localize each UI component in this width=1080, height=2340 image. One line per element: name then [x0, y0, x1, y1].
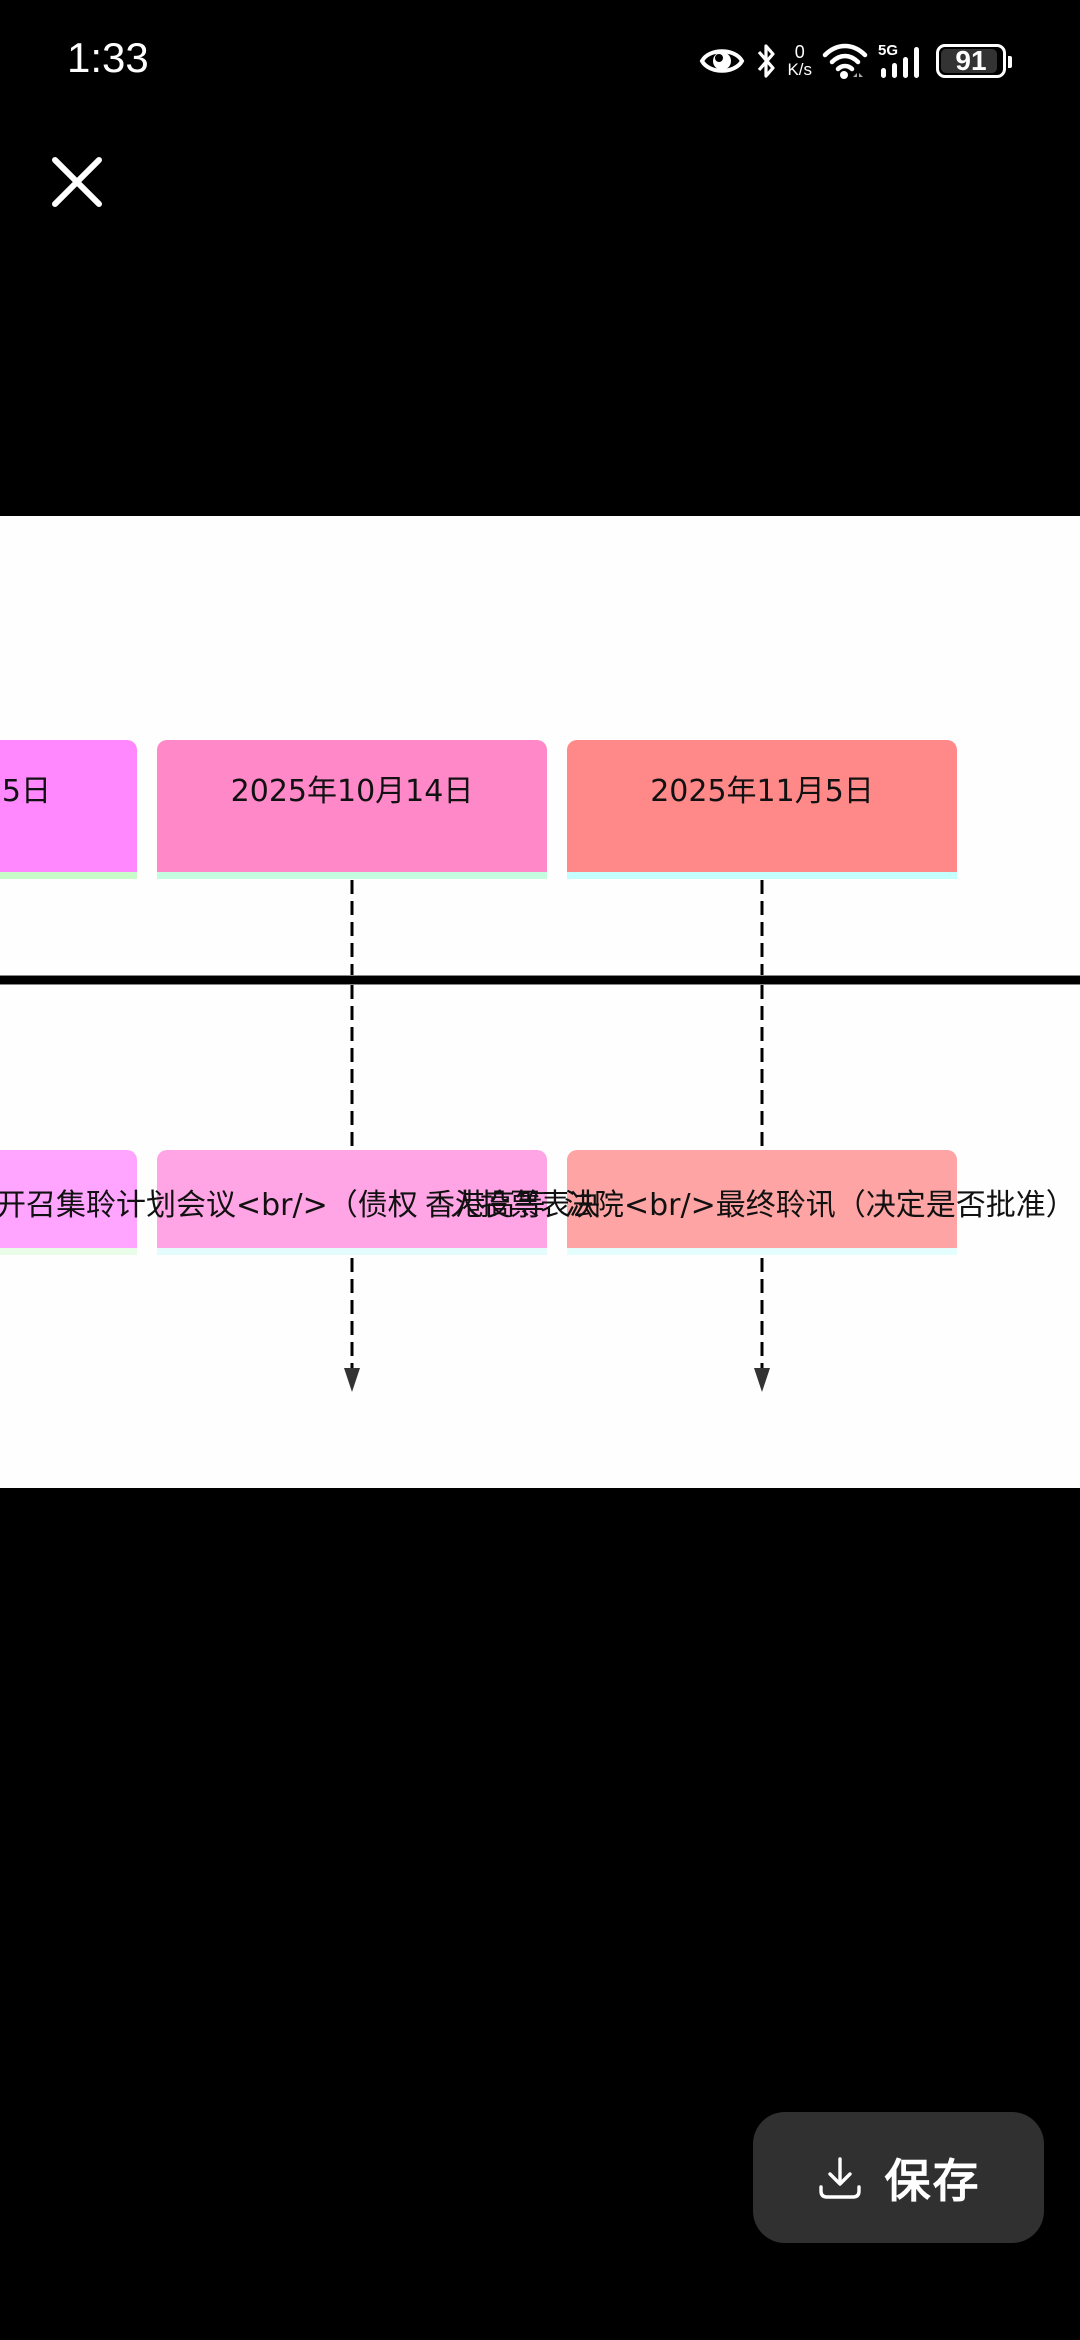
status-bar: 1:33 0 K/s: [0, 0, 1080, 125]
milestone-date-card-3: 2025年11月5日: [567, 740, 957, 879]
connector-arrowhead-2: [344, 1368, 360, 1392]
milestone-date-card-1: 5日: [0, 740, 137, 879]
card-strip: [0, 1248, 137, 1255]
save-button[interactable]: 保存: [753, 2112, 1044, 2243]
milestone-date-label: 2025年10月14日: [230, 774, 474, 809]
milestone-event-card-1: [0, 1150, 137, 1255]
milestone-event-card-3: [567, 1150, 957, 1255]
milestone-date-card-2: 2025年10月14日: [157, 740, 547, 879]
timeline-axis: [0, 976, 1080, 984]
wifi-icon: [822, 42, 868, 80]
net-speed-unit: K/s: [787, 60, 812, 79]
close-button[interactable]: [45, 150, 109, 214]
status-icons: 0 K/s 5G 91: [699, 36, 1012, 86]
event-label-1: 召开召集聆计划会议<br/>（债权: [0, 1188, 418, 1223]
event-label-3: 法院<br/>最终聆讯（决定是否批准）: [564, 1188, 1076, 1223]
download-icon: [818, 2156, 861, 2199]
bluetooth-icon: [755, 42, 777, 80]
timeline-connectors: [344, 880, 770, 1392]
event-label-2-overlap: 香港高等: [425, 1188, 545, 1223]
battery-level: 91: [955, 45, 987, 76]
net-speed-value: 0: [794, 42, 805, 62]
milestone-event-card-2: [157, 1150, 547, 1255]
eye-comfort-icon: [699, 44, 745, 78]
timeline-diagram-preview[interactable]: 5日 2025年10月14日 2025年11月5日 召开召集聆计划会议<br/>…: [0, 516, 1080, 1488]
cellular-5g-signal-icon: 5G: [878, 41, 926, 81]
milestone-date-label: 5日: [1, 774, 51, 809]
card-strip: [567, 1248, 957, 1255]
card-strip: [157, 1248, 547, 1255]
event-label-2b-overlap: 人投票表决: [450, 1188, 600, 1223]
network-type-label: 5G: [878, 42, 898, 59]
battery-icon: 91: [936, 44, 1012, 78]
close-icon: [52, 157, 102, 207]
save-button-label: 保存: [884, 2153, 981, 2208]
card-strip: [567, 872, 957, 879]
net-speed-indicator: 0 K/s: [787, 42, 812, 79]
card-strip: [0, 872, 137, 879]
status-time: 1:33: [67, 34, 149, 81]
connector-arrowhead-3: [754, 1368, 770, 1392]
milestone-date-label: 2025年11月5日: [650, 774, 874, 809]
card-strip: [157, 872, 547, 879]
